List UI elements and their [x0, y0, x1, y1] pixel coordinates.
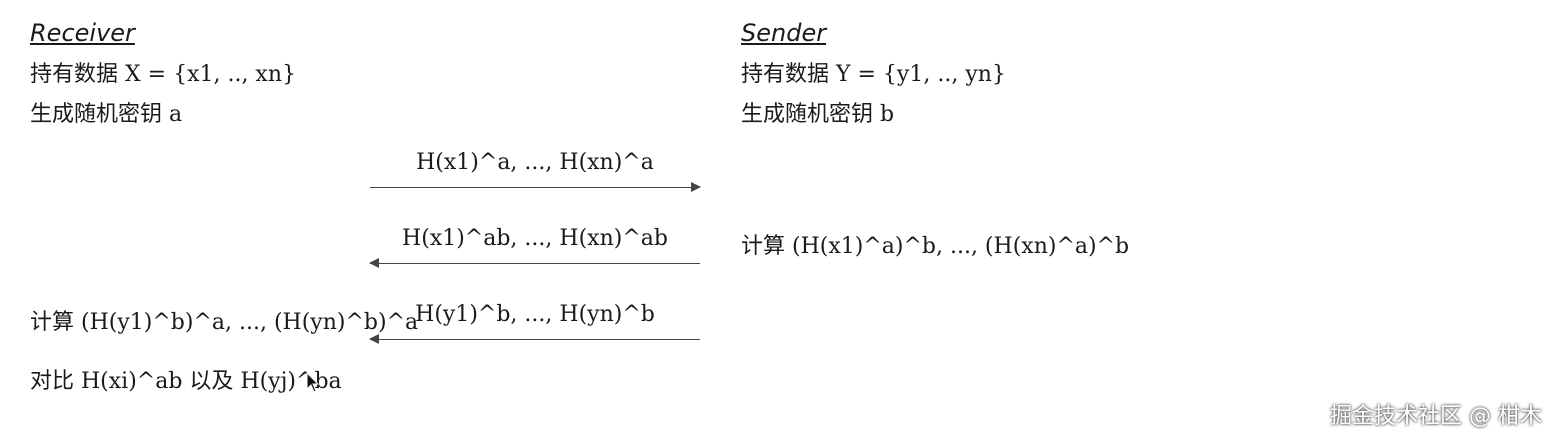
sender-data-line: 持有数据 Y = {y1, .., yn}: [741, 62, 1006, 87]
arrow-left-3: [369, 334, 700, 344]
receiver-key-line: 生成随机密钥 a: [30, 102, 183, 127]
receiver-data-line: 持有数据 X = {x1, .., xn}: [30, 62, 297, 87]
sender-key-line: 生成随机密钥 b: [741, 102, 895, 127]
mouse-pointer-icon: [306, 372, 320, 393]
sender-compute-line: 计算 (H(x1)^a)^b, ..., (H(xn)^a)^b: [741, 234, 1130, 259]
message-label-1: H(x1)^a, ..., H(xn)^a: [416, 150, 654, 175]
sender-title: Sender: [741, 19, 827, 47]
arrow-right-1: [370, 182, 701, 192]
message-label-2: H(x1)^ab, ..., H(xn)^ab: [402, 226, 668, 251]
arrow-head-left-icon: [369, 258, 379, 268]
message-label-3: H(y1)^b, ..., H(yn)^b: [415, 302, 655, 327]
receiver-compute-line: 计算 (H(y1)^b)^a, ..., (H(yn)^b)^a: [30, 310, 419, 335]
watermark: 掘金技术社区 @ 柑木: [1330, 404, 1542, 429]
arrow-head-right-icon: [691, 182, 701, 192]
receiver-title: Receiver: [30, 19, 135, 47]
receiver-compare-line: 对比 H(xi)^ab 以及 H(yj)^ba: [30, 369, 342, 394]
arrow-left-2: [369, 258, 700, 268]
arrow-head-left-icon: [369, 334, 379, 344]
